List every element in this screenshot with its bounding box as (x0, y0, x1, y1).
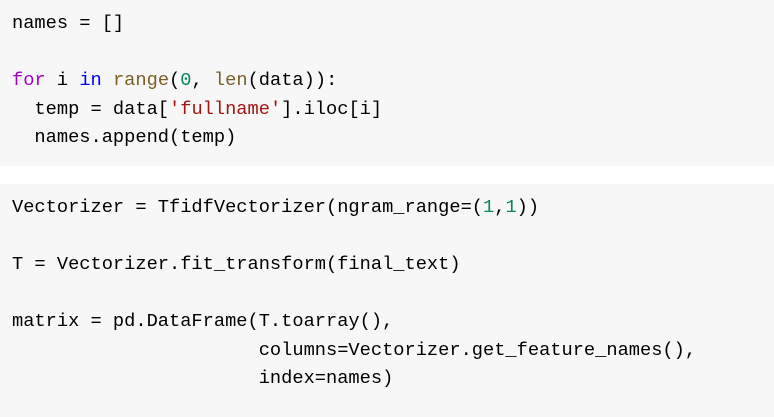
code-token-plain: matrix = pd.DataFrame(T.toarray(), (12, 310, 394, 332)
code-token-plain: )) (516, 196, 540, 218)
code-token-plain: T = Vectorizer.fit_transform(final_text) (12, 253, 461, 275)
code-line: matrix = pd.DataFrame(T.toarray(), (12, 307, 774, 336)
code-token-bi: range (112, 69, 170, 91)
code-block: Vectorizer = TfidfVectorizer(ngram_range… (0, 184, 774, 393)
code-line: names = [] (12, 9, 774, 38)
code-line (12, 38, 774, 67)
code-token-num: 0 (180, 69, 192, 91)
code-line: for i in range(0, len(data)): (12, 66, 774, 95)
code-cell-tfidf-vectorizer[interactable]: Vectorizer = TfidfVectorizer(ngram_range… (0, 184, 774, 417)
code-token-plain: (data)): (247, 69, 338, 91)
code-token-plain: names.append(temp) (12, 126, 237, 148)
code-cell-names-loop[interactable]: names = []for i in range(0, len(data)): … (0, 0, 774, 166)
code-line: names.append(temp) (12, 123, 774, 152)
code-token-plain: temp = data[ (12, 97, 170, 120)
code-block: names = []for i in range(0, len(data)): … (0, 0, 774, 152)
code-token-plain: ( (169, 69, 181, 91)
code-token-plain: Vectorizer = TfidfVectorizer(ngram_range… (12, 196, 484, 218)
code-token-plain: i (45, 69, 80, 91)
code-line (12, 279, 774, 308)
code-token-plain: ].iloc[i] (281, 97, 383, 120)
code-token-plain: index=names) (12, 367, 394, 389)
code-token-num: 1 (483, 196, 495, 218)
code-token-plain: , (494, 196, 506, 218)
code-token-str: 'fullname' (169, 97, 282, 120)
code-line: T = Vectorizer.fit_transform(final_text) (12, 250, 774, 279)
code-token-bi: len (213, 69, 248, 91)
code-token-kw: for (12, 69, 46, 91)
code-line: columns=Vectorizer.get_feature_names(), (12, 336, 774, 365)
code-line: index=names) (12, 364, 774, 393)
code-token-plain: names = [] (12, 12, 125, 34)
code-line (12, 222, 774, 251)
code-line: temp = data['fullname'].iloc[i] (12, 95, 774, 124)
code-line: Vectorizer = TfidfVectorizer(ngram_range… (12, 193, 774, 222)
code-token-plain: , (191, 69, 214, 91)
code-token-num: 1 (505, 196, 517, 218)
code-token-kw2: in (79, 69, 102, 91)
code-token-plain (102, 69, 113, 91)
code-token-plain: columns=Vectorizer.get_feature_names(), (12, 338, 697, 361)
